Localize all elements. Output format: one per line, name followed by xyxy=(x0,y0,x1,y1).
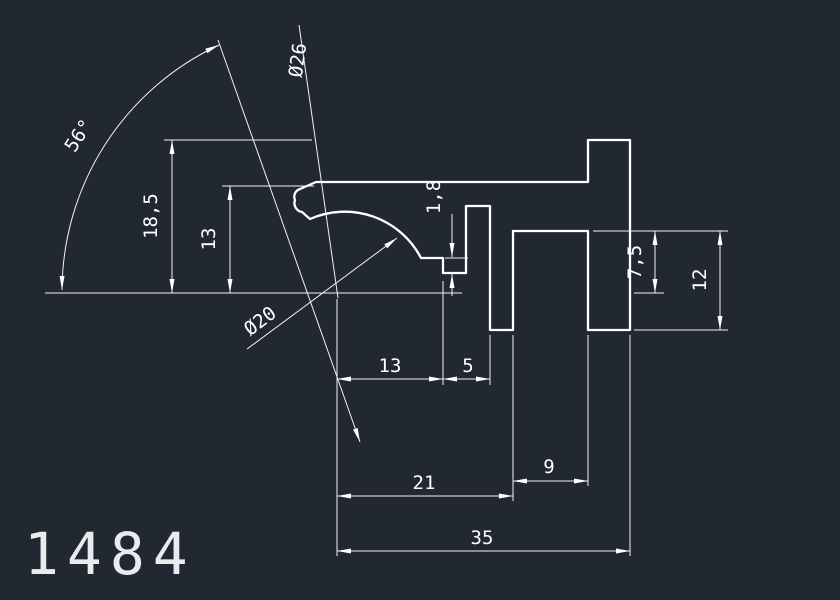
construction-lines xyxy=(45,24,462,443)
dia-26-label: Ø26 xyxy=(285,42,312,79)
dim-height-18-5: 18,5 xyxy=(140,139,312,293)
dim-9-label: 9 xyxy=(543,456,554,478)
dim-5-label: 5 xyxy=(462,355,473,377)
profile-outline xyxy=(293,138,632,332)
dim-height-13: 13 xyxy=(198,185,314,293)
part-number: 1484 xyxy=(24,520,196,588)
dim-width-21: 21 xyxy=(337,335,514,501)
dia-20-label: Ø20 xyxy=(240,302,281,340)
angle-arc xyxy=(59,44,220,291)
angle-radius-line xyxy=(217,39,361,443)
dim-width-13: 13 xyxy=(336,281,444,556)
dia20-leader-line xyxy=(246,237,398,350)
dim-width-9: 9 xyxy=(513,335,589,486)
dia26-leader-line xyxy=(298,24,339,299)
dim-thickness-1-8: 1,8 xyxy=(423,180,468,296)
angle-56-label: 56° xyxy=(60,115,97,156)
dim-height-12: 12 xyxy=(593,230,728,331)
dim-21-label: 21 xyxy=(413,472,436,494)
dim-13-vertical-label: 13 xyxy=(198,228,220,251)
dim-height-7-5: 7,5 xyxy=(624,231,664,294)
dim-18-5-label: 18,5 xyxy=(140,193,162,239)
dim-13-horizontal-label: 13 xyxy=(379,355,402,377)
dim-7-5-label: 7,5 xyxy=(624,245,646,279)
callout-labels: Ø26 Ø20 56° xyxy=(60,42,311,341)
dim-width-35: 35 xyxy=(337,335,631,556)
dim-width-5: 5 xyxy=(443,335,491,385)
dim-12-label: 12 xyxy=(689,269,711,292)
dim-35-label: 35 xyxy=(471,527,494,549)
dim-1-8-label: 1,8 xyxy=(423,180,445,214)
